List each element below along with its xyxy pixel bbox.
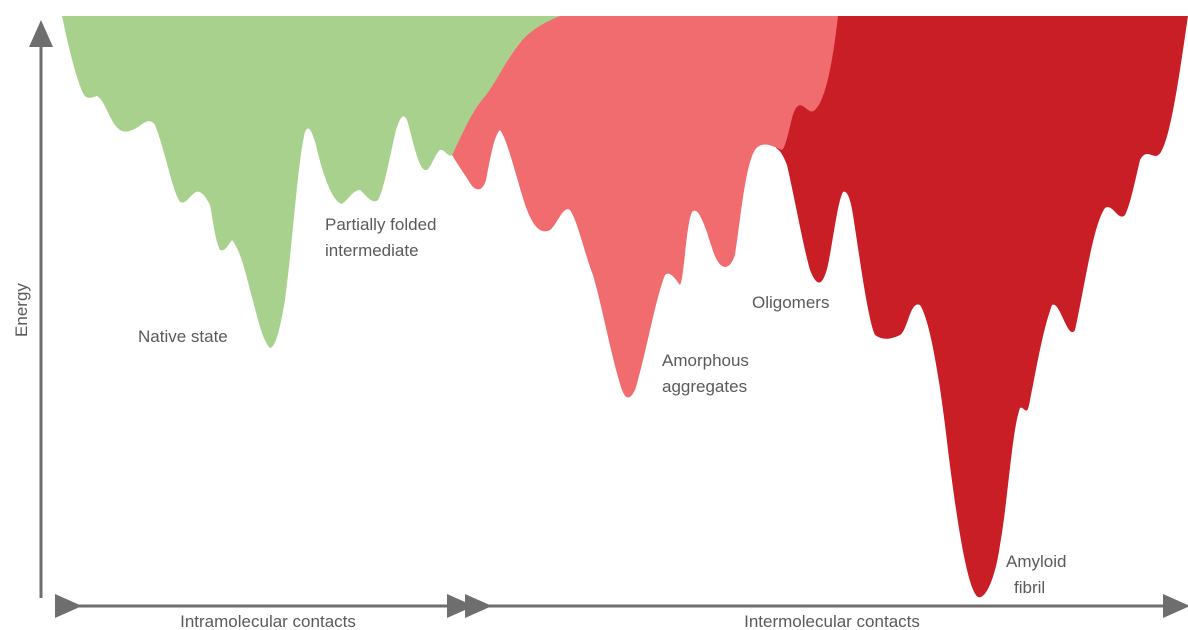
partially-folded-label-line1: Partially folded [325, 215, 437, 234]
intermolecular-label: Intermolecular contacts [744, 612, 920, 630]
amyloid-region [770, 16, 1188, 598]
amyloid-label-line2: fibril [1014, 578, 1045, 597]
amorphous-label-line2: aggregates [662, 377, 747, 396]
native-region [62, 16, 560, 348]
amorphous-label-line1: Amorphous [662, 351, 749, 370]
intramolecular-label: Intramolecular contacts [180, 612, 356, 630]
native-state-label: Native state [138, 327, 228, 346]
partially-folded-label-line2: intermediate [325, 241, 419, 260]
energy-axis-label: Energy [12, 283, 31, 337]
aggregate-region [452, 16, 838, 398]
amyloid-label-line1: Amyloid [1006, 552, 1066, 571]
oligomers-label: Oligomers [752, 293, 829, 312]
